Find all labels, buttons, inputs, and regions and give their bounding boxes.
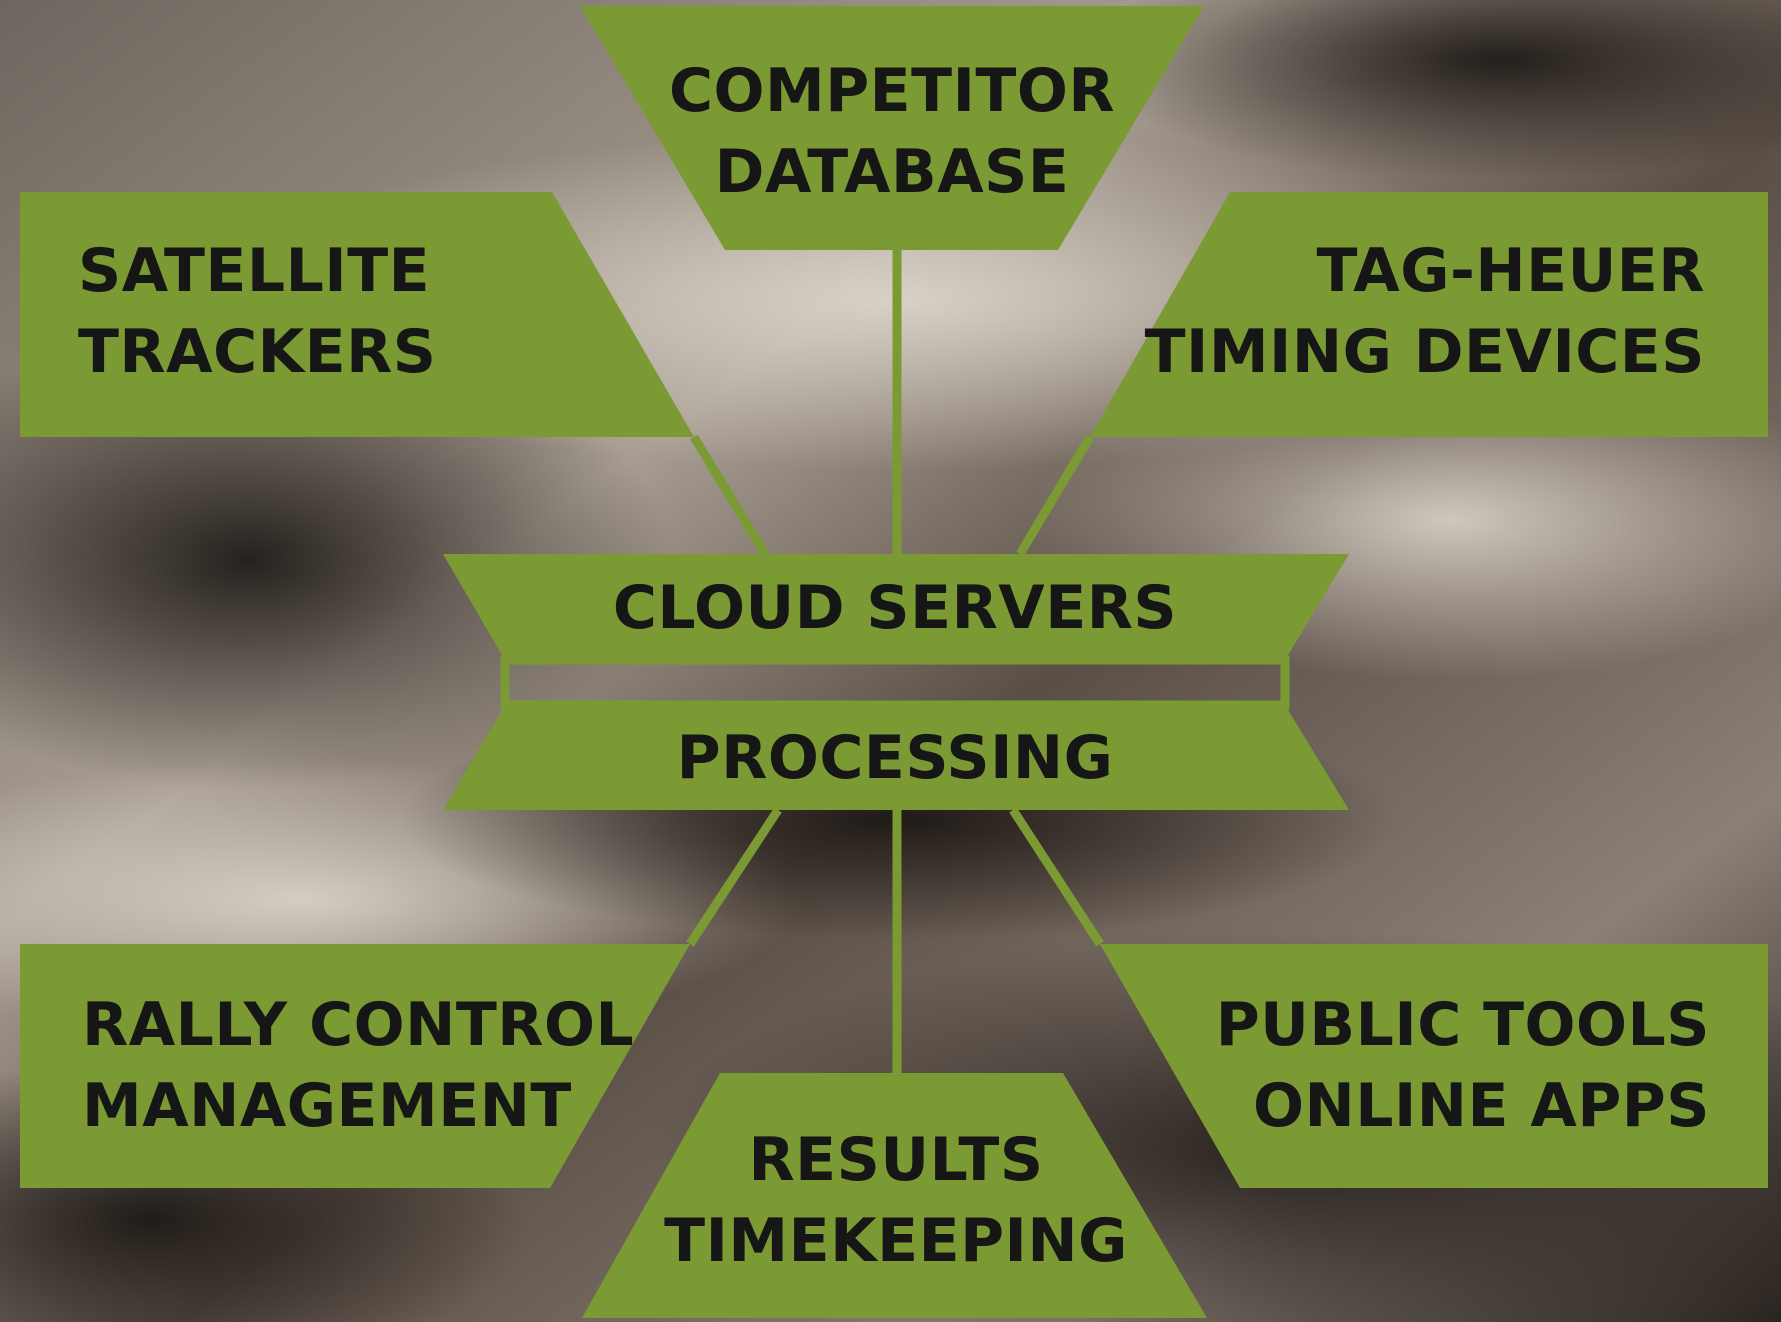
results-label-line1: RESULTS xyxy=(748,1125,1043,1195)
rally-control-label-line1: RALLY CONTROL xyxy=(82,990,634,1060)
processing-label: PROCESSING xyxy=(677,723,1114,793)
satellite-trackers-box xyxy=(20,192,694,437)
competitor-database-label-line1: COMPETITOR xyxy=(669,56,1115,126)
connector-tag-heuer-to-cloud xyxy=(1016,434,1094,557)
cloud-servers-box xyxy=(443,554,1349,660)
public-tools-box xyxy=(1100,944,1768,1188)
competitor-database-box xyxy=(580,6,1204,250)
rally-control-label-line2: MANAGEMENT xyxy=(82,1071,572,1141)
rally-control-box xyxy=(20,944,690,1188)
connector-satellite-to-cloud xyxy=(690,434,769,557)
public-tools-label-line2: ONLINE APPS xyxy=(1253,1071,1710,1141)
tag-heuer-label-line1: TAG-HEUER xyxy=(1317,236,1705,306)
satellite-trackers-label-line2: TRACKERS xyxy=(78,317,437,387)
processing-box xyxy=(443,705,1349,810)
connector-processing-to-public xyxy=(1009,807,1104,947)
node-shapes xyxy=(20,6,1768,1318)
results-box xyxy=(582,1073,1207,1318)
tag-heuer-label-line2: TIMING DEVICES xyxy=(1145,317,1705,387)
satellite-trackers-label-line1: SATELLITE xyxy=(78,236,430,306)
public-tools-label-line1: PUBLIC TOOLS xyxy=(1216,990,1710,1060)
results-label-line2: TIMEKEEPING xyxy=(664,1206,1128,1276)
connector-processing-to-rally xyxy=(686,807,782,947)
tag-heuer-box xyxy=(1090,192,1768,437)
node-labels: COMPETITOR DATABASE SATELLITE TRACKERS T… xyxy=(78,56,1710,1276)
connector-lines xyxy=(686,250,1104,1073)
cloud-servers-label: CLOUD SERVERS xyxy=(613,573,1177,643)
competitor-database-label-line2: DATABASE xyxy=(715,137,1070,207)
